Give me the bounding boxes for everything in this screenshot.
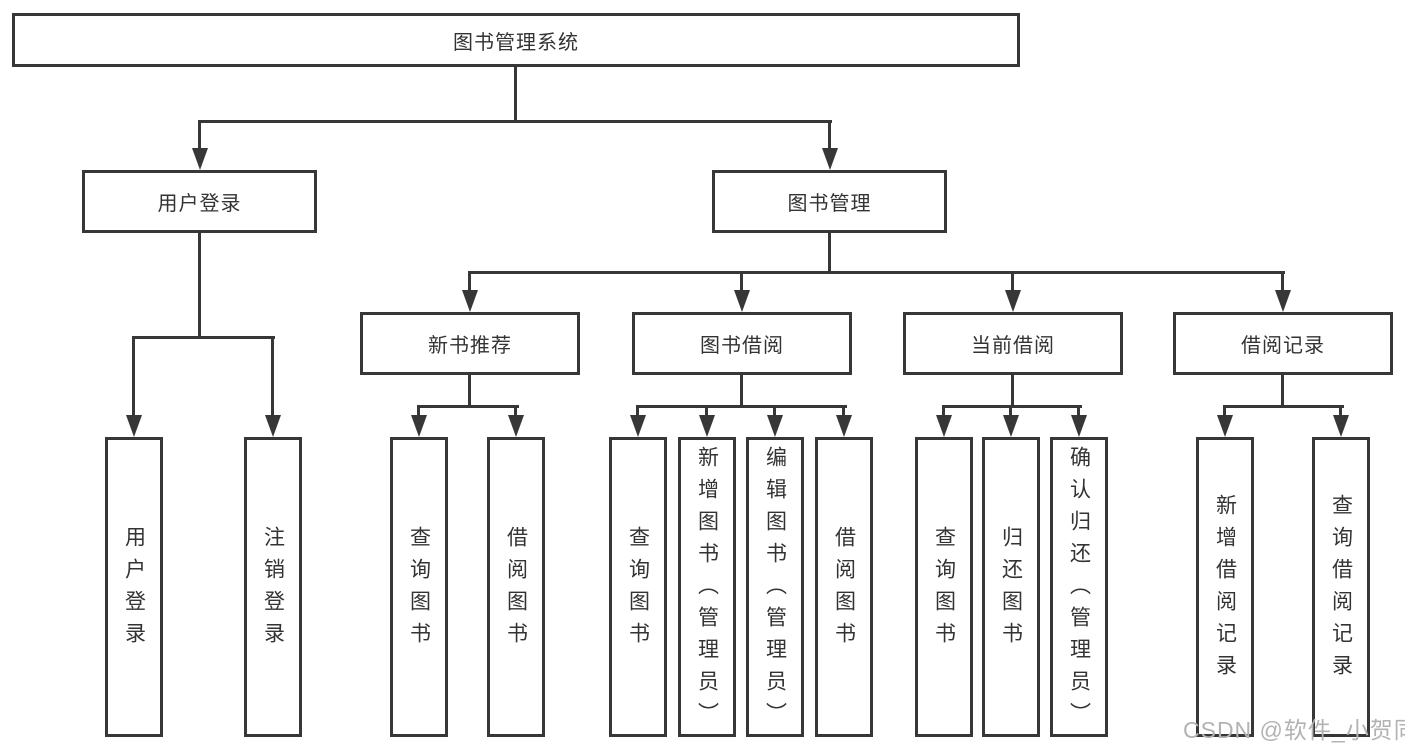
connector-arrow-down-icon	[767, 415, 783, 437]
connector-line	[198, 120, 832, 123]
node-root-label: 图书管理系统	[453, 31, 579, 54]
leaf-current-query-books: 查询图书	[915, 437, 973, 737]
connector-line	[271, 336, 274, 417]
csdn-watermark: CSDN @软件_小贺同学	[1183, 717, 1405, 743]
leaf-borrowing-add-books-admin-label: 新增图书（管理员）	[695, 446, 719, 734]
leaf-newbook-query-books-label: 查询图书	[407, 526, 431, 654]
connector-line	[198, 120, 201, 150]
node-book-borrowing: 图书借阅	[632, 312, 852, 375]
node-new-book-recommend: 新书推荐	[360, 312, 580, 375]
connector-line	[828, 120, 831, 150]
connector-arrow-down-icon	[508, 415, 524, 437]
connector-line	[132, 336, 275, 339]
connector-line	[1339, 405, 1342, 417]
connector-arrow-down-icon	[1071, 415, 1087, 437]
connector-arrow-down-icon	[630, 415, 646, 437]
leaf-records-add-record-label: 新增借阅记录	[1213, 494, 1237, 686]
connector-line	[132, 336, 135, 417]
connector-line	[842, 405, 845, 417]
connector-arrow-down-icon	[699, 415, 715, 437]
connector-line	[740, 271, 743, 292]
node-borrow-records: 借阅记录	[1173, 312, 1393, 375]
leaf-borrowing-edit-books-admin: 编辑图书（管理员）	[746, 437, 804, 737]
leaf-logout: 注销登录	[244, 437, 302, 737]
connector-line	[1011, 375, 1014, 405]
connector-line	[1223, 405, 1344, 408]
leaf-user-login-label: 用户登录	[122, 526, 146, 654]
connector-line	[514, 67, 517, 120]
node-current-borrowing-label: 当前借阅	[971, 335, 1055, 357]
leaf-borrowing-query-books-label: 查询图书	[626, 526, 650, 654]
connector-arrow-down-icon	[936, 415, 952, 437]
leaf-borrowing-borrow-books: 借阅图书	[815, 437, 873, 737]
connector-line	[636, 405, 639, 417]
connector-line	[1011, 271, 1014, 292]
leaf-records-query-record-label: 查询借阅记录	[1329, 494, 1353, 686]
connector-arrow-down-icon	[126, 415, 142, 437]
leaf-logout-label: 注销登录	[261, 526, 285, 654]
connector-line	[1077, 405, 1080, 417]
node-user-login: 用户登录	[82, 170, 317, 233]
leaf-records-add-record: 新增借阅记录	[1196, 437, 1254, 737]
connector-arrow-down-icon	[411, 415, 427, 437]
leaf-current-query-books-label: 查询图书	[932, 526, 956, 654]
connector-line	[828, 233, 831, 271]
connector-arrow-down-icon	[1275, 290, 1291, 312]
connector-line	[740, 375, 743, 405]
connector-arrow-down-icon	[1217, 415, 1233, 437]
leaf-newbook-query-books: 查询图书	[390, 437, 448, 737]
connector-line	[1281, 271, 1284, 292]
leaf-borrowing-borrow-books-label: 借阅图书	[832, 526, 856, 654]
connector-line	[417, 405, 519, 408]
node-user-login-label: 用户登录	[157, 193, 242, 215]
connector-arrow-down-icon	[1003, 415, 1019, 437]
connector-line	[417, 405, 420, 417]
leaf-user-login: 用户登录	[105, 437, 163, 737]
connector-line	[468, 271, 471, 292]
connector-arrow-down-icon	[1005, 290, 1021, 312]
connector-line	[705, 405, 708, 417]
node-current-borrowing: 当前借阅	[903, 312, 1123, 375]
connector-line	[773, 405, 776, 417]
leaf-newbook-borrow-books-label: 借阅图书	[504, 526, 528, 654]
connector-line	[1009, 405, 1012, 417]
connector-line	[198, 233, 201, 336]
connector-arrow-down-icon	[192, 148, 208, 170]
connector-arrow-down-icon	[734, 290, 750, 312]
connector-line	[942, 405, 1082, 408]
connector-arrow-down-icon	[265, 415, 281, 437]
connector-line	[1223, 405, 1226, 417]
node-book-management: 图书管理	[712, 170, 947, 233]
leaf-borrowing-add-books-admin: 新增图书（管理员）	[678, 437, 736, 737]
leaf-current-return-books-label: 归还图书	[999, 526, 1023, 654]
leaf-borrowing-query-books: 查询图书	[609, 437, 667, 737]
connector-line	[514, 405, 517, 417]
leaf-current-return-books: 归还图书	[982, 437, 1040, 737]
connector-arrow-down-icon	[462, 290, 478, 312]
node-book-management-label: 图书管理	[787, 193, 872, 215]
connector-line	[468, 271, 1285, 274]
connector-arrow-down-icon	[822, 148, 838, 170]
connector-line	[636, 405, 847, 408]
leaf-current-confirm-return-admin: 确认归还（管理员）	[1050, 437, 1108, 737]
node-book-borrowing-label: 图书借阅	[700, 335, 784, 357]
leaf-current-confirm-return-admin-label: 确认归还（管理员）	[1067, 446, 1091, 734]
connector-line	[1281, 375, 1284, 405]
connector-line	[942, 405, 945, 417]
connector-line	[468, 375, 471, 405]
leaf-newbook-borrow-books: 借阅图书	[487, 437, 545, 737]
node-new-book-recommend-label: 新书推荐	[428, 335, 512, 357]
connector-arrow-down-icon	[1333, 415, 1349, 437]
leaf-records-query-record: 查询借阅记录	[1312, 437, 1370, 737]
node-root-system: 图书管理系统	[12, 13, 1020, 67]
node-borrow-records-label: 借阅记录	[1241, 335, 1325, 357]
connector-arrow-down-icon	[836, 415, 852, 437]
leaf-borrowing-edit-books-admin-label: 编辑图书（管理员）	[763, 446, 787, 734]
